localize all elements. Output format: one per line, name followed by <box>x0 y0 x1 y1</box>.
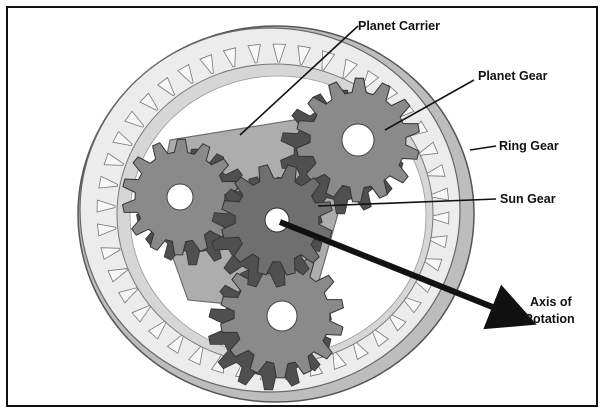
leader-ring-gear <box>470 146 496 150</box>
label-planet-gear: Planet Gear <box>478 69 548 83</box>
label-axis-line2: Rotation <box>524 312 575 326</box>
label-ring-gear: Ring Gear <box>499 139 559 153</box>
label-axis-line1: Axis of <box>530 295 573 309</box>
label-planet-carrier: Planet Carrier <box>358 19 440 33</box>
label-sun-gear: Sun Gear <box>500 192 556 206</box>
